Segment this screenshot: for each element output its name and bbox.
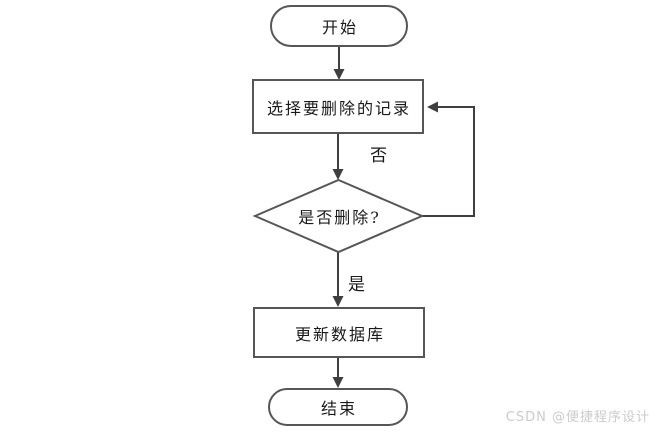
- node-confirm-delete-label: 是否删除?: [298, 208, 381, 227]
- node-update-db-label: 更新数据库: [294, 324, 385, 344]
- watermark: CSDN @便捷程序设计: [505, 410, 650, 425]
- edge-label-yes: 是: [348, 275, 365, 295]
- node-select-record: 选择要删除的记录: [252, 79, 424, 134]
- arrow-update-to-end: [332, 358, 344, 388]
- node-select-record-label: 选择要删除的记录: [266, 98, 411, 118]
- node-end-label: 结束: [320, 399, 357, 418]
- node-start-label: 开始: [321, 18, 358, 37]
- arrow-decision-to-update: [332, 252, 344, 307]
- node-end: 结束: [268, 388, 408, 426]
- arrow-select-to-decision: [332, 134, 344, 180]
- arrow-start-to-select: [333, 47, 345, 80]
- decision-diamond-shape: [252, 178, 425, 254]
- node-start: 开始: [270, 5, 408, 47]
- arrow-decision-to-select-loop: [422, 101, 475, 217]
- edge-label-no: 否: [370, 146, 387, 166]
- node-update-db: 更新数据库: [253, 307, 425, 358]
- node-confirm-delete: 是否删除?: [255, 180, 422, 252]
